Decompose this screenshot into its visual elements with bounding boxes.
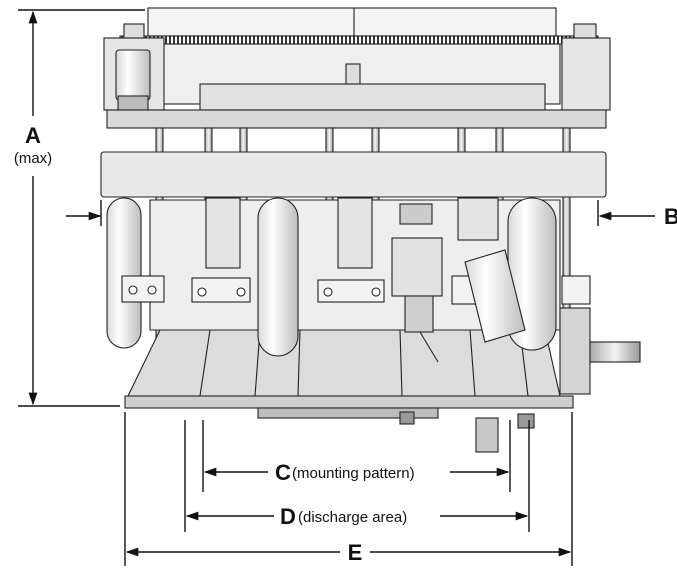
dimension-c-letter: C: [275, 460, 291, 485]
dimension-b-letter: B: [664, 204, 677, 229]
dimension-d: D (discharge area): [184, 420, 530, 532]
dimension-c-note: (mounting pattern): [292, 465, 415, 482]
dimension-a-note: (max): [14, 150, 52, 167]
dimension-a-letter: A: [25, 123, 41, 148]
dimension-e: E: [124, 412, 573, 566]
dimension-d-letter: D: [280, 504, 296, 529]
dimension-c: C (mounting pattern): [202, 420, 511, 492]
gear-ring: [119, 35, 599, 45]
dimension-d-note: (discharge area): [298, 509, 407, 526]
machine-illustration: [100, 7, 641, 453]
dimension-b: B: [66, 200, 677, 229]
dimension-a: A (max): [14, 9, 145, 407]
dimension-e-letter: E: [348, 540, 363, 565]
